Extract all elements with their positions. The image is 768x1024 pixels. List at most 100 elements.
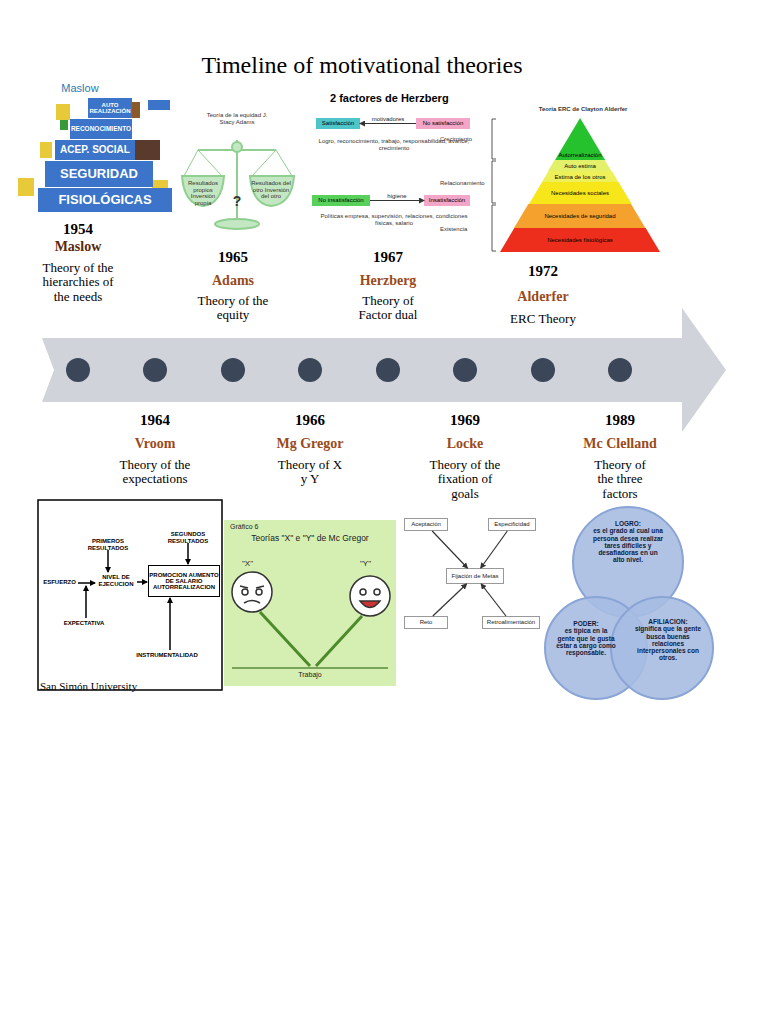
band-fill xyxy=(555,118,605,160)
circle-body: es típica en la gente que le gusta estar… xyxy=(556,627,616,656)
equity-scale xyxy=(182,140,294,229)
theorist-name: Vroom xyxy=(105,436,205,452)
figure-label: Crecimiento xyxy=(440,136,492,143)
band-fill xyxy=(542,171,618,182)
timeline-arrow xyxy=(608,358,632,382)
box-text: PROMOCION AUMENTO DE SALARIO AUTORREALIZ… xyxy=(149,572,219,591)
theory-name: Theory of X y Y xyxy=(275,458,345,487)
figure-label: San Simón University xyxy=(40,680,180,692)
figure-label: NIVEL DE EJECUCION xyxy=(96,574,136,587)
pyramid-band: Necesidades fisiológicas xyxy=(500,228,660,252)
timeline-arrow xyxy=(376,358,400,382)
figure-label: Políticas empresa, supervisión, relacion… xyxy=(314,213,474,226)
label-box: AUTO REALIZACIÓN xyxy=(88,98,132,118)
connector xyxy=(370,200,424,201)
circle-text-area: AFILIACION:significa que la gente busca … xyxy=(634,618,702,662)
panel-text: Gráfico 6 xyxy=(230,523,290,531)
equity-scale xyxy=(236,140,238,222)
circle-body: significa que la gente busca buenas rela… xyxy=(634,625,702,661)
year: 1966 xyxy=(265,412,355,429)
figure-panel: Gráfico 6 Teorías "X" e "Y" de Mc Gregor "… xyxy=(224,520,396,686)
maslow-cartoons xyxy=(56,104,70,120)
band-text: Necesidades sociales xyxy=(551,190,609,196)
band-text: Necesidades de seguridad xyxy=(544,213,615,219)
figure-label: INSTRUMENTALIDAD xyxy=(130,652,204,659)
erc-brackets xyxy=(492,119,496,159)
pyramid-band: Estima de los otros xyxy=(542,171,618,182)
pyramid-band: Autorrealización xyxy=(555,118,605,160)
vroom-frame xyxy=(78,582,95,584)
year: 1972 xyxy=(498,263,588,280)
theorist-name: Adams xyxy=(183,273,283,289)
year: 1969 xyxy=(420,412,510,429)
connector xyxy=(481,531,508,568)
figure-label: Relacionamiento xyxy=(440,180,492,187)
connector-label: higiene xyxy=(387,193,406,200)
label-box: Satisfacción xyxy=(316,118,360,129)
figure-label: ? xyxy=(228,194,246,210)
box-text: Aceptación xyxy=(411,521,441,527)
box-text: FISIOLÓGICAS xyxy=(58,193,151,207)
label-box: Insatisfacción xyxy=(424,195,470,206)
circle-text-area: LOGRO:es el grado al cual una persona de… xyxy=(592,520,664,564)
band-fill xyxy=(500,228,660,252)
timeline-arrow xyxy=(298,358,322,382)
figure-label: Teoría de la equidad J. Stacy Adams xyxy=(204,112,270,125)
label-box: FISIOLÓGICAS xyxy=(38,188,172,212)
label-box: Aceptación xyxy=(404,518,448,531)
figure-label: Existencia xyxy=(440,226,492,233)
band-fill xyxy=(548,160,611,171)
figure-label: Maslow xyxy=(50,82,110,94)
equity-scale xyxy=(198,149,276,151)
year: 1989 xyxy=(575,412,665,429)
circle-heading: PODER: xyxy=(556,620,616,627)
connector xyxy=(481,584,506,616)
timeline-arrow xyxy=(531,358,555,382)
year: 1964 xyxy=(110,412,200,429)
panel-text: "X" xyxy=(242,560,264,569)
band-fill xyxy=(529,182,632,204)
box-text: Retroalimentación xyxy=(487,619,535,625)
box-text: Especificidad xyxy=(494,521,529,527)
equity-scale xyxy=(252,150,276,176)
panel-text: Trabajo xyxy=(285,671,335,679)
maslow-cartoons xyxy=(18,178,34,196)
band-fill xyxy=(514,204,645,228)
pyramid-band: Auto estima xyxy=(548,160,611,171)
theory-name: Theory of the expectations xyxy=(115,458,195,487)
year: 1965 xyxy=(188,249,278,266)
motive-circle: AFILIACION:significa que la gente busca … xyxy=(610,596,714,700)
equity-scale xyxy=(215,219,259,229)
label-box: SEGURIDAD xyxy=(45,161,153,187)
erc-brackets xyxy=(492,205,496,251)
vroom-frame xyxy=(107,550,109,572)
band-text: Auto estima xyxy=(564,163,596,169)
label-box: No insatisfacción xyxy=(312,195,370,206)
box-text: RECONOCIMIENTO xyxy=(71,126,131,133)
timeline-arrow xyxy=(42,308,726,432)
theory-name: Theory of Factor dual xyxy=(355,294,421,323)
year: 1954 xyxy=(33,221,123,238)
circle-heading: LOGRO: xyxy=(592,520,664,527)
equity-scale xyxy=(250,176,294,206)
timeline-arrow xyxy=(66,358,90,382)
figure-label: Teoría ERC de Clayton Alderfer xyxy=(528,106,638,113)
timeline-arrow xyxy=(143,358,167,382)
maslow-cartoons xyxy=(60,120,68,130)
theory-name: Theory of the equity xyxy=(195,294,271,323)
circle-text-area: PODER:es típica en la gente que le gusta… xyxy=(556,620,616,656)
box-text: No insatisfacción xyxy=(318,197,363,203)
box-text: Satisfacción xyxy=(322,120,354,126)
vroom-frame xyxy=(38,500,222,690)
panel-text: Teorías "X" e "Y" de Mc Gregor xyxy=(246,534,374,543)
label-box: RECONOCIMIENTO xyxy=(70,119,132,139)
connector-label: motivadores xyxy=(372,116,405,123)
connector xyxy=(432,531,467,568)
vroom-frame xyxy=(85,586,87,618)
vroom-frame xyxy=(169,598,171,650)
theorist-name: Alderfer xyxy=(493,289,593,305)
equity-scale xyxy=(184,150,198,176)
label-box: Retroalimentación xyxy=(482,616,540,629)
diagram-title: Timeline of motivational theories xyxy=(0,52,724,78)
